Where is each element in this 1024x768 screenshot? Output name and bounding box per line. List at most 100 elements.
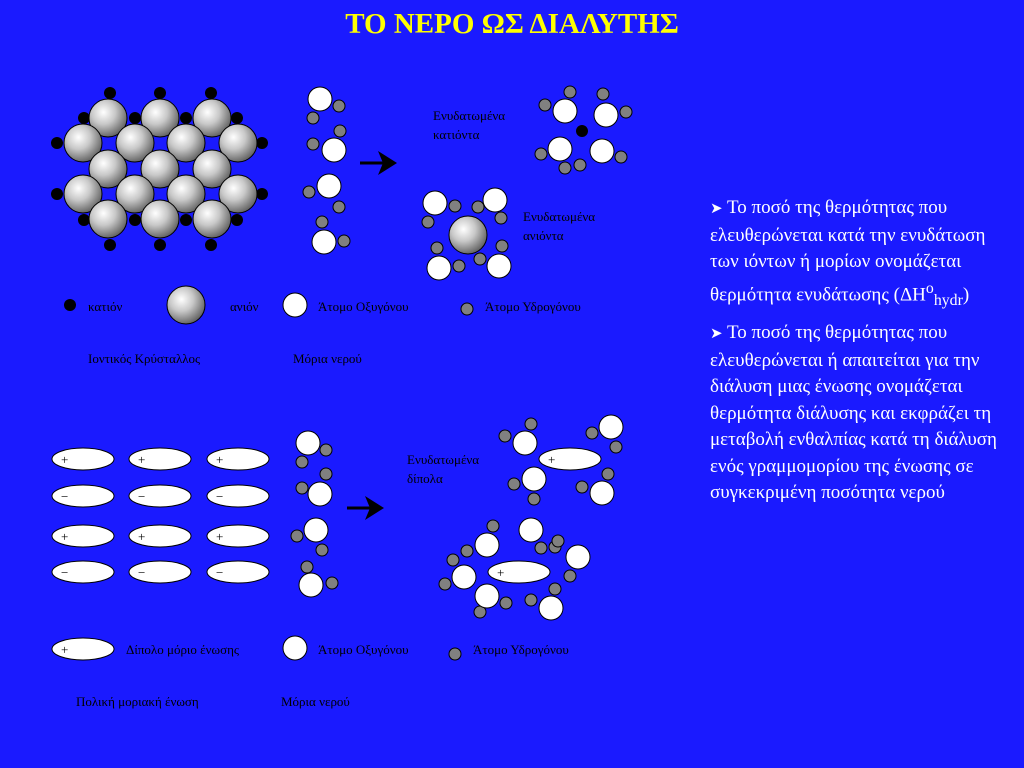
hydrogen-atom xyxy=(332,99,346,113)
label-hydrated-cations-l2: κατιόντα xyxy=(433,127,480,142)
explanation-text: ➤ Το ποσό της θερμότητας που ελευθερώνετ… xyxy=(710,195,1010,513)
oxygen-atom xyxy=(552,98,578,124)
anion xyxy=(115,123,155,163)
oxygen-atom xyxy=(598,414,624,440)
hydrogen-atom xyxy=(452,259,466,273)
anion xyxy=(88,149,128,189)
hydrogen-atom xyxy=(471,200,485,214)
hydrogen-atom xyxy=(430,241,444,255)
oxygen-atom xyxy=(474,583,500,609)
hydrogen-atom xyxy=(619,105,633,119)
legend-hydrogen-icon-bottom xyxy=(448,647,462,661)
hydrogen-atom xyxy=(563,85,577,99)
hydrated-cations xyxy=(534,85,633,175)
oxygen-atom xyxy=(298,572,324,598)
legend-anion-label: ανιόν xyxy=(230,299,259,314)
dipole-sign: − xyxy=(61,489,68,504)
cation xyxy=(104,239,116,251)
hydrogen-atom xyxy=(601,467,615,481)
oxygen-atom xyxy=(521,466,547,492)
anion xyxy=(63,174,103,214)
cation xyxy=(51,137,63,149)
dipole-sign: + xyxy=(216,529,223,544)
hydrogen-atom xyxy=(614,150,628,164)
hydrogen-atom xyxy=(333,124,347,138)
hydrogen-atom xyxy=(315,543,329,557)
polar-molecule-grid: +++−−−+++−−− xyxy=(51,447,270,584)
legend-oxygen-label-top: Άτομο Οξυγόνου xyxy=(318,299,409,314)
legend-oxygen-label-bottom: Άτομο Οξυγόνου xyxy=(318,642,409,657)
anion xyxy=(88,199,128,239)
cation xyxy=(180,214,192,226)
oxygen-atom xyxy=(307,481,333,507)
cation xyxy=(78,112,90,124)
hydrogen-atom xyxy=(609,440,623,454)
label-hydrated-cations-l1: Ενυδατωμένα xyxy=(433,108,505,123)
legend-hydrogen-label-bottom: Άτομο Υδρογόνου xyxy=(473,642,569,657)
label-hydrated-dipoles-l1: Ενυδατωμένα xyxy=(407,452,479,467)
oxygen-atom xyxy=(311,229,337,255)
anion xyxy=(448,215,488,255)
hydrogen-atom xyxy=(563,569,577,583)
cation xyxy=(154,87,166,99)
hydrogen-atom xyxy=(534,541,548,555)
cation xyxy=(231,214,243,226)
cation xyxy=(51,188,63,200)
legend-oxygen-icon-bottom xyxy=(282,635,308,661)
hydrogen-atom xyxy=(524,417,538,431)
oxygen-atom xyxy=(538,595,564,621)
dipole-sign: + xyxy=(497,565,504,580)
label-hydrated-anions-l2: ανιόντα xyxy=(523,228,564,243)
dipole-molecule xyxy=(206,560,270,584)
oxygen-atom xyxy=(321,137,347,163)
oxygen-atom xyxy=(307,86,333,112)
hydrogen-atom xyxy=(575,480,589,494)
dipole-molecule xyxy=(51,447,115,471)
hydrogen-atom xyxy=(448,199,462,213)
oxygen-atom xyxy=(565,544,591,570)
oxygen-atom xyxy=(482,187,508,213)
hydrogen-atom xyxy=(302,185,316,199)
anion xyxy=(166,174,206,214)
dipole-molecule xyxy=(538,447,602,471)
hydrogen-atom xyxy=(290,529,304,543)
paragraph-solution-heat: ➤ Το ποσό της θερμότητας που ελευθερώνετ… xyxy=(710,320,1010,507)
dipole-molecule xyxy=(487,560,551,584)
cation xyxy=(205,239,217,251)
oxygen-atom xyxy=(589,138,615,164)
hydrogen-atom xyxy=(332,200,346,214)
oxygen-atom xyxy=(512,430,538,456)
hydrogen-atom xyxy=(507,477,521,491)
legend-oxygen-icon-top xyxy=(282,292,308,318)
hydrogen-atom xyxy=(319,467,333,481)
anion xyxy=(192,199,232,239)
anion xyxy=(140,98,180,138)
hydrogen-atom xyxy=(585,426,599,440)
hydrogen-atom xyxy=(548,582,562,596)
anion xyxy=(140,149,180,189)
oxygen-atom xyxy=(474,532,500,558)
hydrogen-atom xyxy=(319,443,333,457)
cation xyxy=(256,137,268,149)
hydrogen-atom xyxy=(538,98,552,112)
dipole-molecule xyxy=(206,524,270,548)
oxygen-atom xyxy=(426,255,452,281)
hydrogen-atom xyxy=(446,553,460,567)
dipole-sign: + xyxy=(138,529,145,544)
dipole-molecule xyxy=(206,484,270,508)
cation xyxy=(129,112,141,124)
hydrogen-atom xyxy=(460,544,474,558)
hydrated-dipoles: ++ xyxy=(438,414,624,621)
paragraph-hydration-heat: ➤ Το ποσό της θερμότητας που ελευθερώνετ… xyxy=(710,195,1010,314)
anion xyxy=(218,123,258,163)
legend-anion-icon xyxy=(166,285,206,325)
dipole-sign: − xyxy=(138,565,145,580)
p1-sub: hydr xyxy=(933,291,963,309)
dipole-sign: + xyxy=(61,529,68,544)
ionic-crystal xyxy=(51,87,268,251)
hydrogen-atom xyxy=(498,429,512,443)
anion xyxy=(140,199,180,239)
cation xyxy=(205,87,217,99)
anion xyxy=(218,174,258,214)
